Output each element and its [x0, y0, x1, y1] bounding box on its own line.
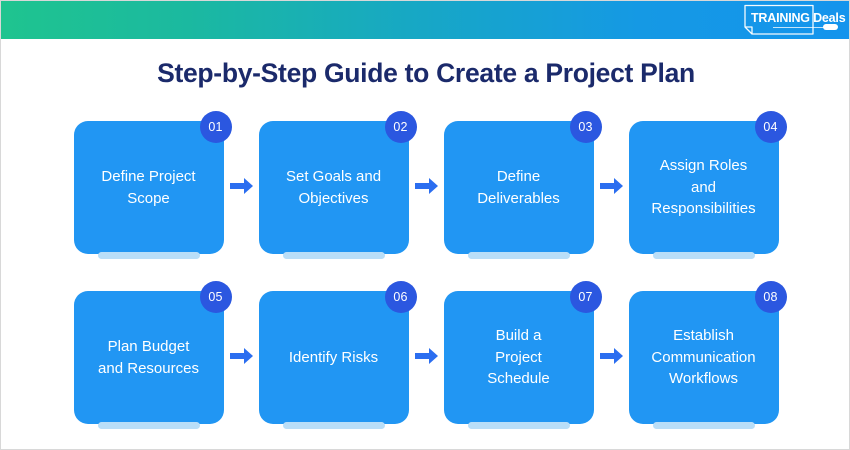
step-number-badge: 05 — [199, 281, 232, 313]
step-card-body[interactable]: Define Deliverables — [443, 121, 594, 254]
step-card-stack-bar — [97, 422, 200, 429]
step-card-stack-bar — [97, 252, 200, 259]
step-card-stack-bar — [282, 422, 385, 429]
step-label: Assign Roles and Responsibilities — [651, 156, 756, 218]
step-label: Define Deliverables — [477, 167, 560, 207]
steps-row-1: Define Project Scope 01 Set Goals and Ob… — [1, 111, 849, 271]
step-card-05[interactable]: Plan Budget and Resources 05 — [73, 281, 232, 431]
logo-text-deals: Deals — [809, 11, 846, 25]
page-title: Step-by-Step Guide to Create a Project P… — [157, 58, 695, 88]
brand-logo-text: TRAINING Deals — [751, 11, 846, 25]
step-number-badge: 07 — [569, 281, 602, 313]
step-label: Plan Budget and Resources — [98, 337, 199, 377]
step-card-body[interactable]: Build a Project Schedule — [443, 291, 594, 424]
step-number-badge: 08 — [754, 281, 787, 313]
step-card-stack-bar — [467, 252, 570, 259]
step-card-02[interactable]: Set Goals and Objectives 02 — [258, 111, 417, 261]
step-card-body[interactable]: Define Project Scope — [73, 121, 224, 254]
document-outline-icon — [744, 4, 814, 35]
arrow-right-icon — [594, 281, 629, 431]
step-card-03[interactable]: Define Deliverables 03 — [443, 111, 602, 261]
steps-row-2: Plan Budget and Resources 05 Identify Ri… — [1, 281, 849, 441]
steps-grid: Define Project Scope 01 Set Goals and Ob… — [1, 111, 849, 449]
step-label: Define Project Scope — [101, 167, 196, 207]
step-card-body[interactable]: Set Goals and Objectives — [258, 121, 409, 254]
step-number-badge: 01 — [199, 111, 232, 143]
arrow-right-icon — [224, 281, 259, 431]
step-card-stack-bar — [282, 252, 385, 259]
step-card-body[interactable]: Establish Communication Workflows — [628, 291, 779, 424]
step-card-body[interactable]: Plan Budget and Resources — [73, 291, 224, 424]
step-label: Set Goals and Objectives — [285, 167, 382, 207]
step-card-06[interactable]: Identify Risks 06 — [258, 281, 417, 431]
step-card-01[interactable]: Define Project Scope 01 — [73, 111, 232, 261]
arrow-right-icon — [224, 111, 259, 261]
logo-pill-icon — [823, 24, 838, 30]
step-number-badge: 06 — [384, 281, 417, 313]
step-number-badge: 03 — [569, 111, 602, 143]
step-label: Build a Project Schedule — [487, 326, 550, 388]
step-card-body[interactable]: Assign Roles and Responsibilities — [628, 121, 779, 254]
step-number-badge: 04 — [754, 111, 787, 143]
header-bar: TRAINING Deals — [1, 1, 849, 39]
step-card-08[interactable]: Establish Communication Workflows 08 — [628, 281, 787, 431]
step-card-04[interactable]: Assign Roles and Responsibilities 04 — [628, 111, 787, 261]
step-number-badge: 02 — [384, 111, 417, 143]
arrow-right-icon — [409, 111, 444, 261]
logo-text-ining: INING — [776, 11, 810, 25]
step-card-stack-bar — [467, 422, 570, 429]
step-card-body[interactable]: Identify Risks — [258, 291, 409, 424]
logo-text-tra: TRA — [751, 11, 777, 25]
step-label: Establish Communication Workflows — [651, 326, 756, 388]
step-card-stack-bar — [652, 422, 755, 429]
logo-underline — [773, 27, 835, 28]
step-label: Identify Risks — [288, 348, 379, 366]
brand-logo[interactable]: TRAINING Deals — [739, 3, 846, 37]
step-card-07[interactable]: Build a Project Schedule 07 — [443, 281, 602, 431]
arrow-right-icon — [594, 111, 629, 261]
step-card-stack-bar — [652, 252, 755, 259]
arrow-right-icon — [409, 281, 444, 431]
